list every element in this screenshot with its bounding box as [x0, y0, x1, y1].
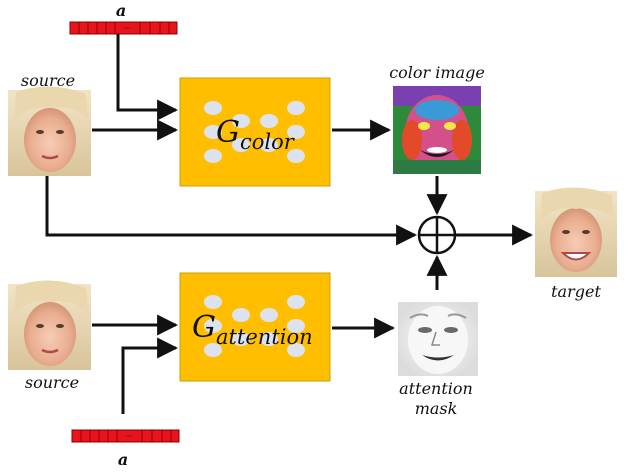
svg-text:Gcolor: Gcolor [216, 115, 296, 154]
generator-attention-box: Gattention [179, 272, 331, 382]
arrow-vector-top-to-gcolor [116, 34, 179, 121]
target-face [535, 187, 617, 277]
arrow-vector-bottom-to-gattention [121, 337, 179, 414]
source-label-bottom: source [25, 373, 79, 392]
color-image [393, 86, 481, 174]
action-vector-bottom: ··· [71, 429, 180, 443]
arrow-source-top-to-combine [45, 176, 418, 246]
circled-plus-icon [417, 215, 457, 255]
generator-color-symbol: G [216, 115, 240, 150]
target-label: target [551, 282, 601, 301]
generator-color-subscript: color [240, 130, 296, 154]
attention-mask-label-line1: attention [399, 379, 473, 398]
generator-attention-symbol: G [192, 310, 216, 345]
source-label-top: source [21, 71, 75, 90]
source-face-top [8, 86, 91, 176]
svg-text:Gattention: Gattention [192, 310, 313, 349]
color-image-label: color image [389, 63, 485, 82]
generator-color-box: Gcolor [179, 77, 331, 187]
vector-dots-bottom: ··· [125, 432, 133, 441]
attention-mask [398, 302, 478, 376]
vector-dots-top: ··· [123, 24, 131, 33]
attention-mask-label-line2: mask [415, 399, 458, 418]
action-vector-top: ··· [69, 21, 178, 35]
generator-attention-subscript: attention [216, 325, 313, 349]
vector-label-bottom: a [118, 450, 128, 469]
vector-label-top: a [116, 1, 126, 20]
source-face-bottom [8, 280, 91, 370]
